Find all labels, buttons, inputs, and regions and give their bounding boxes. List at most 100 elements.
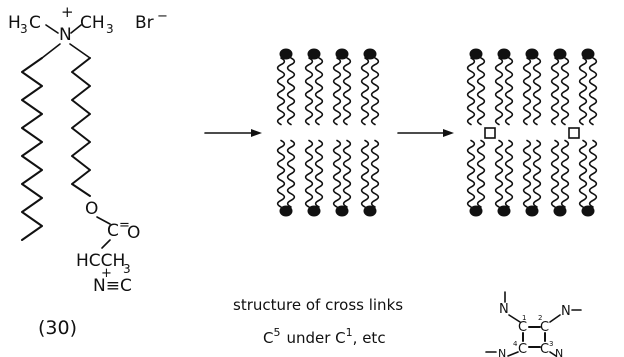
lipid-tail [342, 139, 352, 208]
caption-etc: , etc [353, 329, 386, 347]
lipid-head-group [469, 48, 483, 60]
lipid-head-group [553, 205, 567, 217]
lipid-tail [466, 57, 476, 126]
lipid-tail [370, 139, 380, 208]
methyl-left-subscript: 3 [20, 22, 28, 36]
lipid-molecule [304, 48, 324, 217]
lipid-head-group [363, 48, 377, 60]
lipid-head-group [279, 48, 293, 60]
lipid-tail [314, 139, 324, 208]
lipid-tail [304, 139, 314, 208]
lipid-head-group [307, 205, 321, 217]
lipid-tail [466, 139, 476, 208]
crosslink-n-right: N [561, 304, 571, 319]
crosslink-num4: 4 [513, 340, 518, 348]
bilayer-crosslinked [466, 48, 598, 217]
methyl-left-h: H [8, 13, 21, 33]
crosslink-n-left: N [498, 347, 506, 357]
nitrogen-atom: N [59, 25, 72, 45]
lipid-tail [286, 57, 296, 126]
lipid-head-group [335, 205, 349, 217]
lipid-tail [560, 57, 570, 126]
lipid-tail [578, 139, 588, 208]
lipid-tail [494, 57, 504, 126]
nitrogen-charge: + [61, 3, 74, 21]
lipid-head-group [525, 48, 539, 60]
lipid-tail [332, 139, 342, 208]
methyl-right-subscript: 3 [106, 22, 114, 36]
caption-under-c: under C [286, 329, 345, 347]
reaction-arrow-2 [397, 129, 454, 137]
lipid-tail [504, 139, 514, 208]
bond-n-top-c1 [508, 314, 521, 323]
lipid-tail [286, 139, 296, 208]
lipid-molecule [494, 48, 514, 217]
bond-c2-n-right [549, 314, 561, 323]
lipid-tail [522, 139, 532, 208]
lipid-tail [522, 57, 532, 126]
lipid-tail [360, 139, 370, 208]
lipid-tail [360, 57, 370, 126]
carbonyl-double-bond: = [119, 218, 130, 233]
lipid-tail [276, 57, 286, 126]
bond-n-methyl-left [45, 24, 59, 34]
caption-c5: C [263, 329, 273, 347]
lipid-head-group [363, 205, 377, 217]
lipid-head-group [581, 205, 595, 217]
isocyanide-group: N≡C [93, 276, 132, 296]
bond-n-left-chain [41, 43, 61, 59]
isocyanide-charge: + [101, 266, 112, 281]
lipid-tail [332, 57, 342, 126]
lipid-molecule [332, 48, 352, 217]
bond-n-right-chain [69, 43, 91, 59]
lipid-tail [588, 57, 598, 126]
right-alkyl-chain [71, 57, 91, 197]
lipid-tail [342, 57, 352, 126]
ester-oxygen: O [85, 199, 98, 219]
methyl-left-c: C [29, 13, 41, 33]
lipid-tail [304, 57, 314, 126]
carbonyl-oxygen: O [127, 223, 140, 243]
hcch-group: HCCH [76, 251, 125, 271]
lipid-molecule [360, 48, 380, 217]
lipid-tail [578, 57, 588, 126]
lipid-head-group [525, 205, 539, 217]
lipid-molecule [276, 48, 296, 217]
lipid-head-group [497, 48, 511, 60]
lipid-head-group [469, 205, 483, 217]
lipid-tail [588, 139, 598, 208]
lipid-head-group [553, 48, 567, 60]
lipid-molecule [466, 48, 486, 217]
crosslink-c4: C [518, 342, 527, 357]
bond-carbonyl-ch [101, 239, 111, 249]
lipid-tail [494, 139, 504, 208]
caption-line-1: structure of cross links [233, 296, 403, 314]
caption-c5-superscript: 5 [273, 326, 280, 339]
carbonyl-carbon: C [107, 221, 119, 241]
lipid-tail [560, 139, 570, 208]
crosslink-square [484, 127, 496, 139]
lipid-tail [550, 139, 560, 208]
lipid-molecule [522, 48, 542, 217]
reaction-arrow-1 [204, 129, 262, 137]
lipid-head-group [581, 48, 595, 60]
lipid-tail [370, 57, 380, 126]
crosslink-n-bottom: N [555, 347, 563, 357]
counterion-br: Br [135, 13, 154, 33]
lipid-head-group [497, 205, 511, 217]
bond-o-carbonyl [96, 216, 111, 225]
bond-n-methyl-right [70, 24, 82, 34]
lipid-molecule [550, 48, 570, 217]
molecule-30: H 3 C + N CH 3 Br − O C = O HCCH 3 + N≡C… [8, 3, 168, 339]
lipid-tail [476, 57, 486, 126]
crosslink-num1: 1 [522, 314, 526, 322]
lipid-molecule [578, 48, 598, 217]
methyl-right-ch: CH [80, 13, 105, 33]
crosslink-square [568, 127, 580, 139]
crosslink-n-top: N [499, 302, 509, 317]
crosslink-num2: 2 [538, 314, 542, 322]
lipid-tail [550, 57, 560, 126]
